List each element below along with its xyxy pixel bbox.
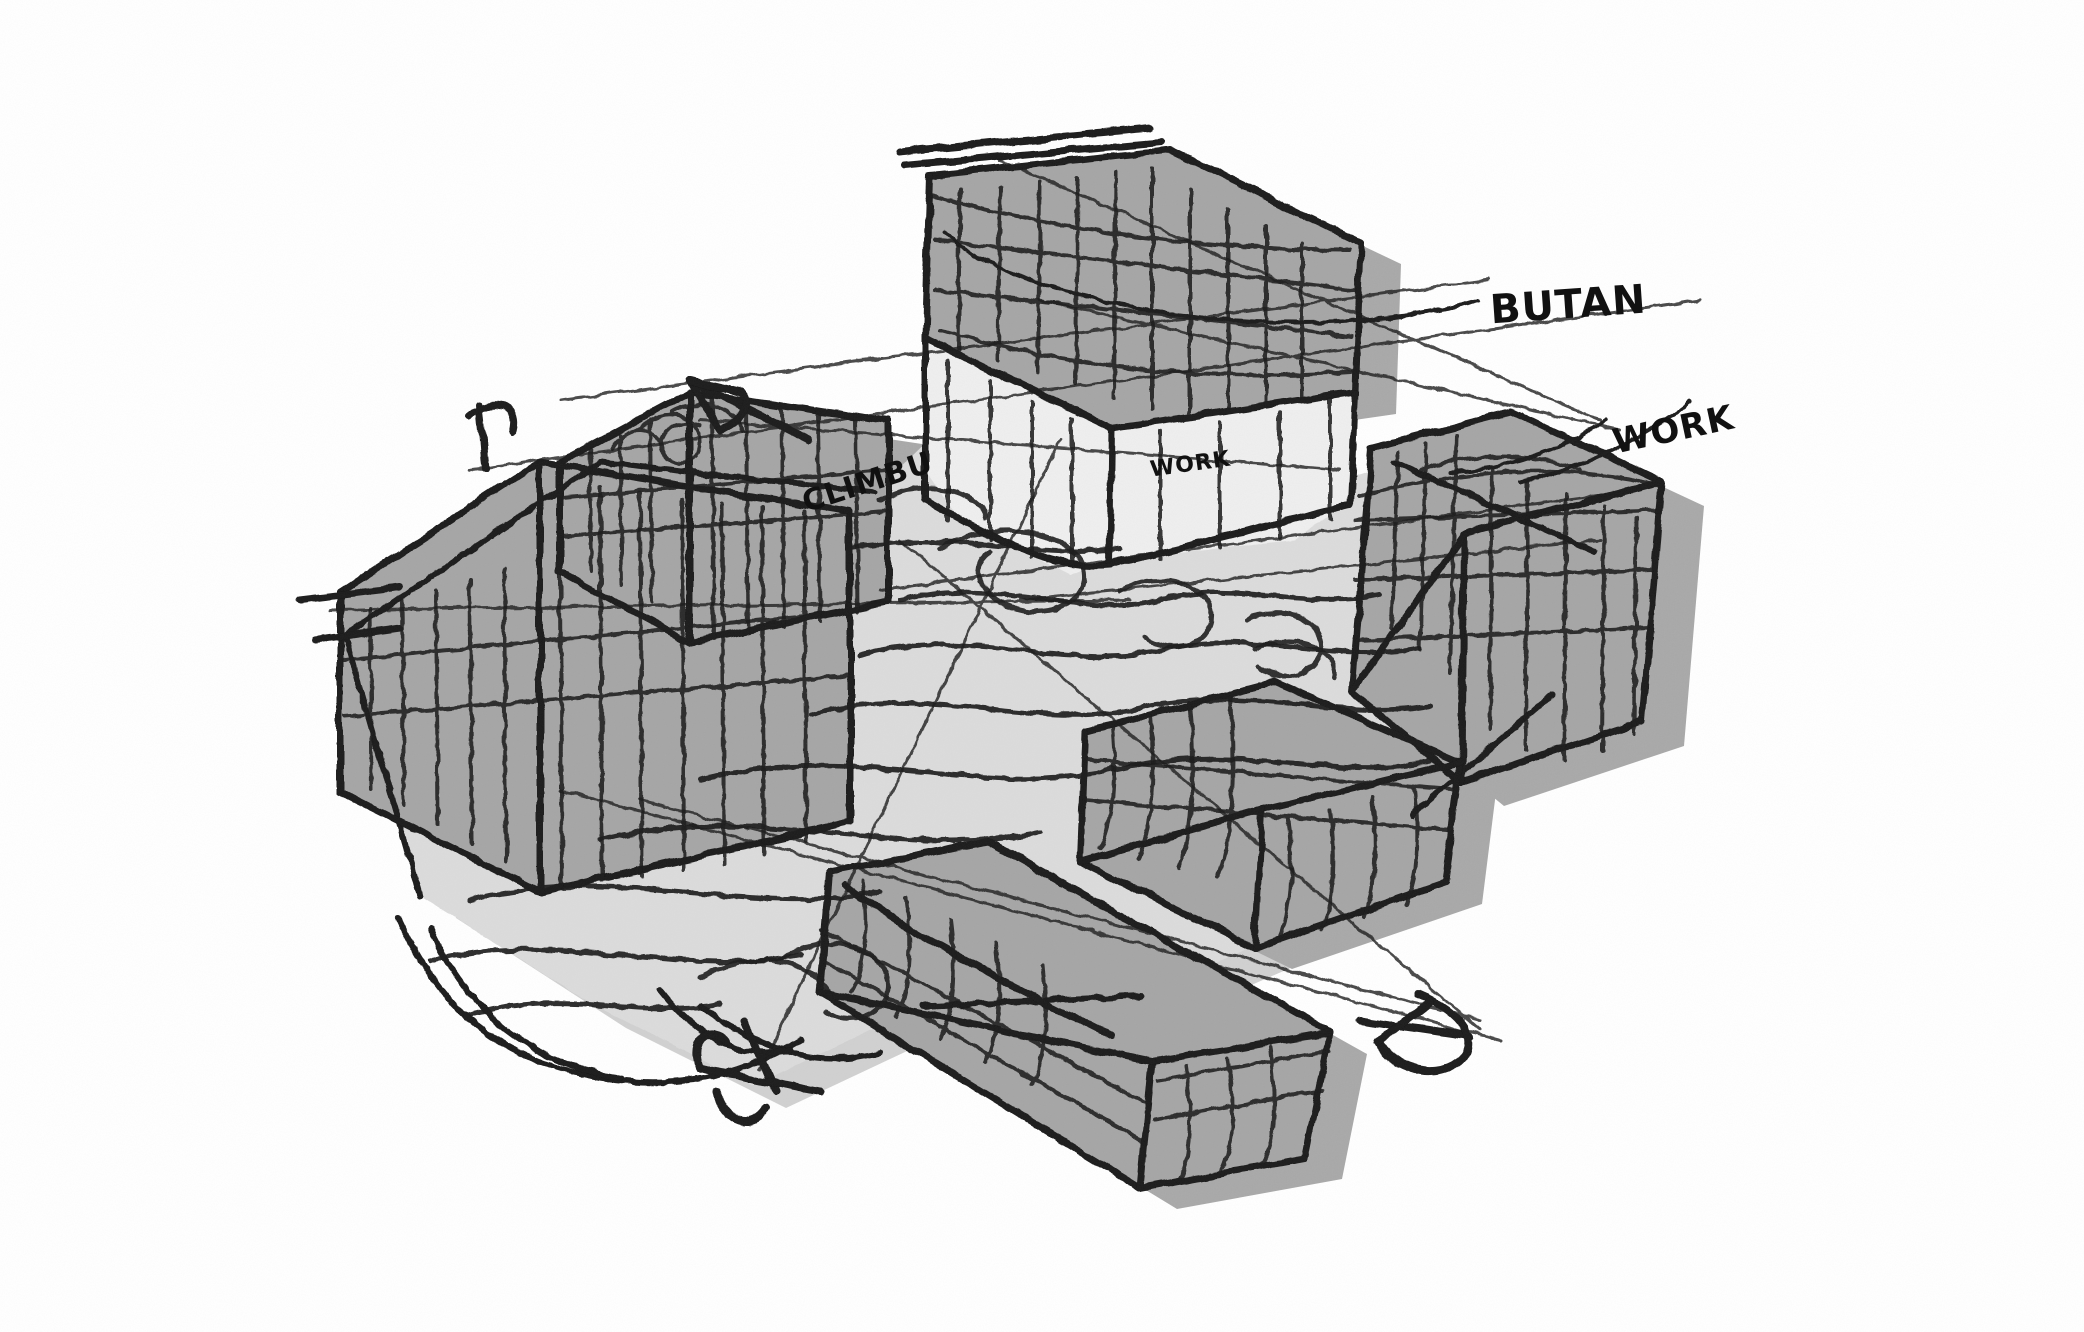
axonometric-sketch [0,0,2084,1332]
paper-grain [0,0,2084,1332]
sketch-canvas: BUTAN WORK CLIMBU WORK [0,0,2084,1332]
